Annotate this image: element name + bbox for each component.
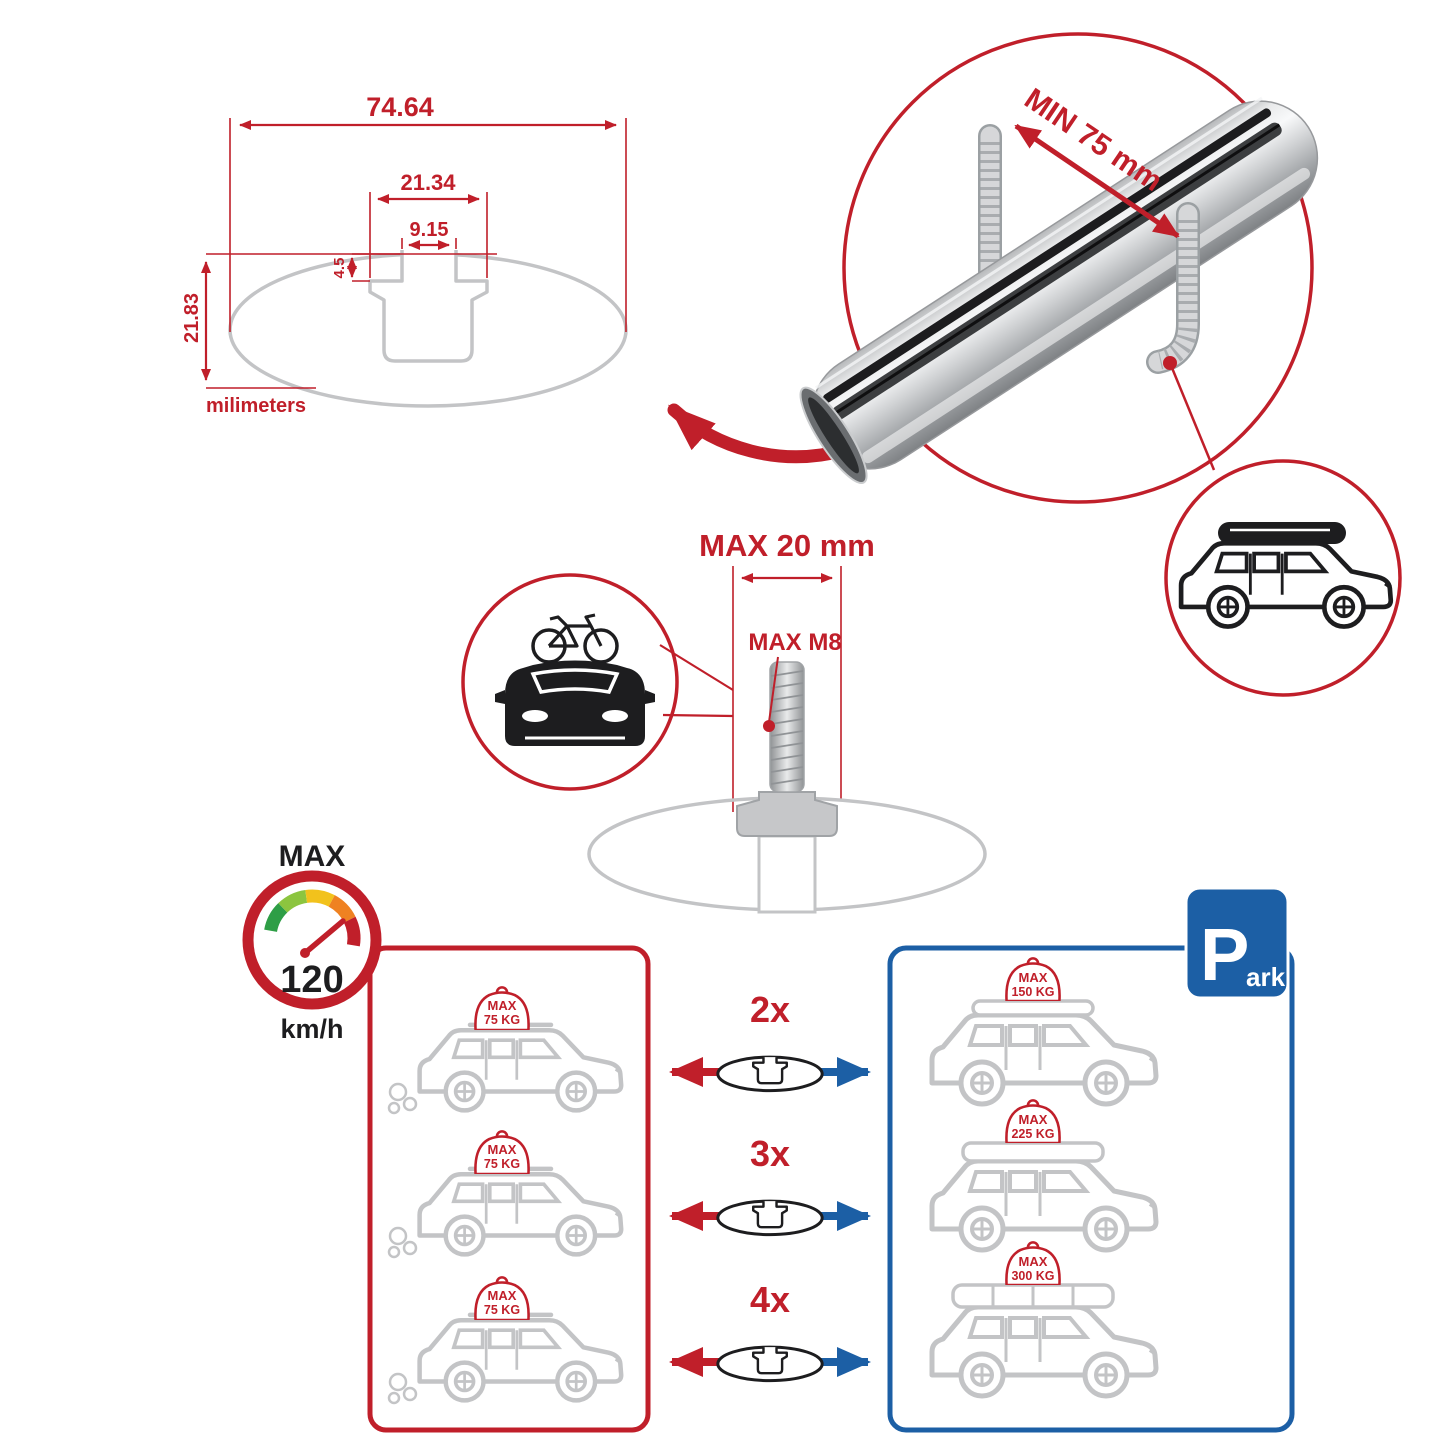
bike-icon xyxy=(531,613,619,664)
roof-box xyxy=(971,999,1095,1017)
park-sign: P ark xyxy=(1184,886,1290,1000)
suv-side-icon xyxy=(932,1301,1156,1396)
speed-max-label: MAX xyxy=(279,840,346,873)
load-max-label: MAX xyxy=(488,998,517,1013)
load-weight: 75 KG xyxy=(484,1303,520,1317)
total-width-label: 74.64 xyxy=(366,92,434,122)
parked-car-row-2: MAX 225 KG xyxy=(932,1099,1156,1250)
callout-leader xyxy=(1168,362,1216,471)
bar-quantity-column: 2x 3x 4x xyxy=(669,989,871,1383)
slot-width-label: 9.15 xyxy=(410,219,449,241)
suv-side-icon xyxy=(420,1169,622,1255)
crossbar-profile-icon xyxy=(716,1055,824,1093)
suv-side-icon xyxy=(420,1025,622,1111)
profile-t-slot xyxy=(368,250,489,363)
max-length-label: MAX 20 mm xyxy=(699,528,875,563)
bike-car-circle xyxy=(461,573,734,791)
qty-row-2: 3x xyxy=(669,1133,871,1237)
crossbar-detail-circle: MIN 75 mm xyxy=(799,32,1319,504)
roofbox-car-circle xyxy=(1164,459,1402,697)
dimension-step-width: 21.34 xyxy=(369,170,488,278)
suv-side-icon xyxy=(420,1315,622,1401)
speed-value: 120 xyxy=(280,959,343,1001)
park-sign-suffix: ark xyxy=(1246,962,1286,992)
car-front-body xyxy=(505,660,645,746)
crossbar-cross-section-diagram: 74.64 21.34 9.15 4.5 21.83 milimeters xyxy=(181,92,628,417)
qty-label: 2x xyxy=(750,989,790,1030)
load-weight: 75 KG xyxy=(484,1013,520,1027)
suv-side-icon xyxy=(932,1155,1156,1250)
dimension-slot-width: 9.15 xyxy=(401,219,457,250)
roof-box xyxy=(961,1141,1105,1163)
slot-stem xyxy=(757,834,817,914)
driving-panel-border xyxy=(367,945,651,1433)
crossbar-profile-icon xyxy=(716,1345,824,1383)
exhaust-puffs xyxy=(387,1372,418,1405)
load-max-label: MAX xyxy=(488,1288,517,1303)
crossbar-profile-icon xyxy=(716,1199,824,1237)
speed-unit: km/h xyxy=(280,1014,343,1044)
headlight-right xyxy=(602,710,628,722)
car-front-bike-icon xyxy=(495,613,655,746)
pointer-arrow xyxy=(667,403,852,464)
parked-capacity-panel: MAX 150 KG MAX 225 KG MAX 300 KG P ark xyxy=(887,886,1295,1433)
headlight-left xyxy=(522,710,548,722)
load-max-label: MAX xyxy=(488,1142,517,1157)
driving-car-row-2: MAX 75 KG xyxy=(387,1130,622,1259)
suv-side-icon xyxy=(932,1009,1156,1104)
t-slot-nut xyxy=(736,791,838,837)
total-height-label: 21.83 xyxy=(181,293,203,343)
units-label: milimeters xyxy=(206,395,306,417)
driving-car-row-3: MAX 75 KG xyxy=(387,1276,622,1405)
speed-limit-group: MAX 120 km/h xyxy=(242,840,382,1044)
park-sign-letter: P xyxy=(1200,913,1249,996)
circle-leader-top xyxy=(659,644,734,691)
parked-car-row-1: MAX 150 KG xyxy=(932,957,1156,1104)
windshield xyxy=(530,668,620,694)
exhaust-puffs xyxy=(387,1082,418,1115)
exhaust-puffs xyxy=(387,1226,418,1259)
load-max-label: MAX xyxy=(1019,1112,1048,1127)
roof-cargo-box-icon xyxy=(1218,522,1346,544)
step-depth-label: 4.5 xyxy=(331,258,348,279)
driving-capacity-panel: MAX 75 KG MAX 75 KG MAX 75 KG xyxy=(367,945,651,1433)
parked-car-row-3: MAX 300 KG xyxy=(932,1241,1156,1396)
dimension-total-height: 21.83 xyxy=(181,253,497,389)
load-max-label: MAX xyxy=(1019,1254,1048,1269)
driving-car-row-1: MAX 75 KG xyxy=(387,986,622,1115)
parked-panel-border xyxy=(887,945,1295,1433)
qty-label: 4x xyxy=(750,1279,790,1320)
step-width-label: 21.34 xyxy=(400,170,456,195)
threaded-bolt xyxy=(769,661,805,793)
thread-dot xyxy=(763,720,775,732)
load-weight: 300 KG xyxy=(1011,1269,1054,1283)
max-thread-label: MAX M8 xyxy=(748,629,841,656)
load-weight: 150 KG xyxy=(1011,985,1054,999)
thread-leader xyxy=(768,656,779,723)
basket-slats xyxy=(991,1285,1075,1307)
load-weight: 225 KG xyxy=(1011,1127,1054,1141)
park-sign-plate xyxy=(1184,886,1290,1000)
qty-row-3: 4x xyxy=(669,1279,871,1383)
qty-label: 3x xyxy=(750,1133,790,1174)
dimension-total-width: 74.64 xyxy=(229,92,627,332)
qty-row-1: 2x xyxy=(669,989,871,1093)
load-max-label: MAX xyxy=(1019,970,1048,985)
gauge-arc xyxy=(264,889,361,947)
load-weight: 75 KG xyxy=(484,1157,520,1171)
gauge-pivot xyxy=(300,948,310,958)
circle-leader-bottom xyxy=(662,713,734,718)
gauge-needle xyxy=(302,918,346,956)
